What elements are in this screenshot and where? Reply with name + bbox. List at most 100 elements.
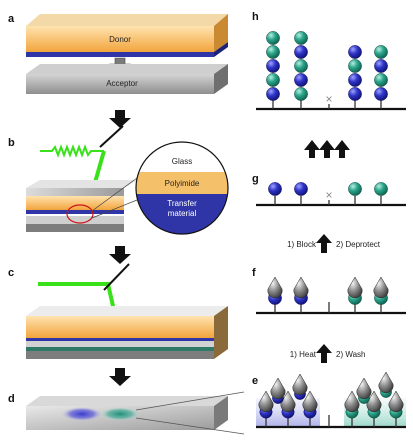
transfer-layer-c <box>26 338 214 341</box>
protecting-group-cone <box>356 377 372 400</box>
magnified-circle <box>135 141 229 235</box>
blue-monomer-bead <box>348 73 362 87</box>
blue-monomer-bead <box>348 45 362 59</box>
deposit-layer-c <box>26 347 214 351</box>
down-arrow-c-d <box>109 368 131 386</box>
protecting-group-cone <box>373 276 389 299</box>
teal-monomer-bead <box>374 45 388 59</box>
up-arrow-f-g <box>316 234 332 253</box>
donor-slide <box>26 26 214 52</box>
acceptor-label: Acceptor <box>106 79 138 88</box>
protecting-group-cone <box>344 390 360 413</box>
transfer-label-line1: Transfer <box>167 199 197 208</box>
down-arrow-b-c <box>109 246 131 264</box>
transfer-label-line2: material <box>168 209 197 218</box>
teal-monomer-bead <box>294 59 308 73</box>
teal-monomer-bead <box>374 73 388 87</box>
mag-polyimide <box>136 172 228 194</box>
protecting-group-cone <box>267 276 283 299</box>
slide-top-d <box>26 396 228 406</box>
panel-g: g × <box>252 173 406 207</box>
donor-label: Donor <box>109 35 131 44</box>
protecting-group-cone <box>292 373 308 396</box>
transfer-layer-b <box>26 210 124 214</box>
protecting-group-cone <box>302 390 318 413</box>
panel-letter-f: f <box>252 267 256 279</box>
panel-h: h × <box>252 11 406 111</box>
blue-monomer-bead <box>266 87 280 101</box>
wash-label: 2) Wash <box>336 350 366 359</box>
teal-monomer-bead <box>374 182 388 196</box>
up-arrows-group <box>304 140 350 158</box>
protecting-group-cone <box>293 276 309 299</box>
blue-monomer-bead <box>348 87 362 101</box>
zoom-line-d-top <box>135 391 245 411</box>
panel-f: f <box>252 267 406 315</box>
transfer-layer-a <box>26 52 214 57</box>
panel-b: b Glass Polyimide Transfer material <box>8 125 229 235</box>
deprotect-label: 2) Deprotect <box>336 240 381 249</box>
acceptor-slide-side <box>214 64 228 94</box>
panel-d: d <box>8 391 245 435</box>
slide-side-d <box>214 396 228 430</box>
donor-layer-c <box>26 316 214 338</box>
blue-monomer-bead <box>294 45 308 59</box>
panel-letter-a: a <box>8 13 15 25</box>
blue-monomer-bead <box>266 59 280 73</box>
heat-label: 1) Heat <box>290 350 317 359</box>
gap-layer-c <box>26 341 214 347</box>
slide-stack-top-c <box>26 306 228 316</box>
zoom-line-top <box>91 177 138 212</box>
up-arrow-2 <box>319 140 335 158</box>
teal-monomer-bead <box>266 73 280 87</box>
panel-c: c <box>8 263 228 359</box>
mirror-c <box>103 263 130 291</box>
polyimide-layer-b <box>26 196 124 210</box>
protecting-group-cone <box>270 377 286 400</box>
protecting-group-cone <box>280 390 296 413</box>
zoom-line-bottom <box>91 199 138 219</box>
panel-letter-g: g <box>252 173 259 185</box>
up-arrow-1 <box>304 140 320 158</box>
blue-monomer-bead <box>294 182 308 196</box>
up-arrow-e-f <box>316 344 332 363</box>
panel-letter-d: d <box>8 393 15 405</box>
missing-mark-h: × <box>325 92 332 106</box>
zoom-line-d-bottom <box>135 417 245 435</box>
acceptor-layer-c <box>26 351 214 359</box>
panel-a: a Donor Acceptor <box>8 13 228 94</box>
blue-monomer-bead <box>374 59 388 73</box>
donor-slide-side <box>214 14 228 52</box>
teal-monomer-bead <box>294 87 308 101</box>
slide-stack-top-b <box>26 180 138 188</box>
blue-monomer-bead <box>294 73 308 87</box>
missing-mark-g: × <box>325 188 332 202</box>
polyimide-label: Polyimide <box>165 179 200 188</box>
block-label: 1) Block <box>287 240 317 249</box>
teal-monomer-bead <box>348 59 362 73</box>
protecting-group-cone <box>258 390 274 413</box>
protecting-group-cone <box>388 390 404 413</box>
panel-letter-c: c <box>8 267 14 279</box>
protecting-group-cone <box>347 276 363 299</box>
glass-layer-b <box>26 188 124 196</box>
panel-letter-e: e <box>252 375 258 387</box>
acceptor-slide <box>26 74 214 94</box>
focus-ring <box>66 204 94 224</box>
blue-monomer-bead <box>268 182 282 196</box>
laser-wave-b <box>40 144 104 158</box>
protecting-group-cone <box>366 390 382 413</box>
teal-monomer-bead <box>266 31 280 45</box>
blue-monomer-bead <box>374 87 388 101</box>
panel-e: e <box>252 371 406 429</box>
spot-teal <box>100 407 140 421</box>
slide-stack-side-c <box>214 306 228 359</box>
step-f-to-g: 1) Block 2) Deprotect <box>287 234 381 253</box>
protecting-group-cone <box>378 371 394 394</box>
panel-letter-h: h <box>252 11 259 23</box>
panel-letter-b: b <box>8 137 15 149</box>
glass-label: Glass <box>172 157 192 166</box>
teal-monomer-bead <box>348 182 362 196</box>
